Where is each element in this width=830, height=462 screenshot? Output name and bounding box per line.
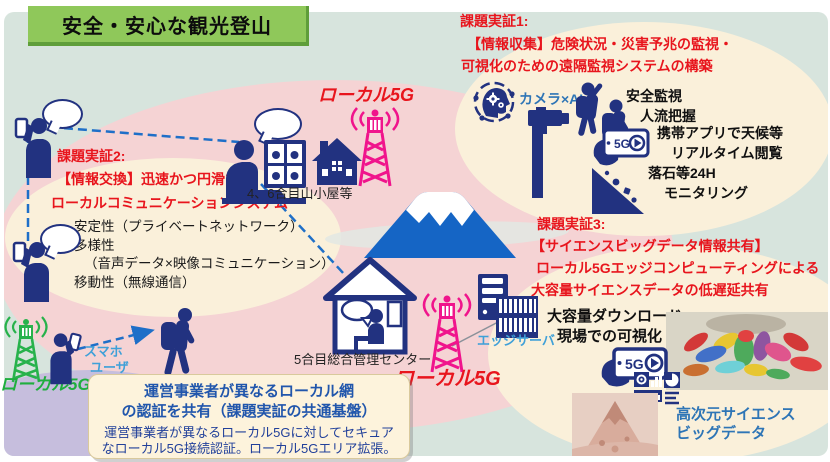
edge-server-label: エッジサーバ [477, 333, 555, 348]
smartphone-user-label1: スマホ [84, 344, 123, 359]
svg-text:5G: 5G [625, 356, 644, 372]
zone2-item4: 移動性（無線通信） [74, 275, 196, 290]
safety-monitoring-label: 安全監視 [626, 88, 682, 104]
terrain-image [572, 393, 658, 456]
edge-server-icon [478, 274, 538, 338]
auth-body1: 運営事業者が異なるローカル5Gに対してセキュア [104, 425, 394, 440]
zone1-line2: 可視化のための遠隔監視システムの構築 [461, 58, 713, 74]
zone2-item2: 多様性 [74, 238, 115, 253]
auth-body2: なローカル5G接続認証。ローカル5Gエリア拡張。 [101, 441, 397, 456]
camera-ai-icon [473, 81, 515, 123]
speech-bubble [42, 99, 83, 135]
download-label1: 大容量ダウンロード [547, 308, 683, 325]
mountain-hut-icon [312, 138, 362, 185]
person-phone-icon-1 [14, 117, 51, 178]
zone2-heading: 課題実証2: [57, 148, 126, 164]
auth-heading2: の認証を共有（課題実証の共通基盤） [121, 403, 377, 420]
operator-videocall-icon [222, 140, 306, 204]
local5g-label-center: ローカル5G [394, 368, 501, 390]
zone2-item1: 安定性（プライベートネットワーク） [74, 219, 304, 234]
people-flow-label: 人流把握 [640, 108, 696, 124]
phone-5g-icon-top: 5G [593, 128, 650, 166]
zone3-heading: 課題実証3: [537, 216, 606, 232]
auth-shared-box: 運営事業者が異なるローカル網 の認証を共有（課題実証の共通基盤） 運営事業者が異… [88, 374, 410, 459]
hut-label: 4、6合目山小屋等 [247, 186, 353, 201]
local5g-tower-icon-green [4, 316, 48, 383]
zone3-line1: 【サイエンスビッグデータ情報共有】 [531, 238, 769, 254]
geology-map-image [666, 312, 828, 390]
auth-heading1: 運営事業者が異なるローカル網 [143, 383, 354, 400]
hiker-icon [161, 308, 195, 376]
mount-fuji-icon [364, 192, 516, 258]
rockfall-label2: モニタリング [664, 185, 748, 201]
zone3-line2: ローカル5Gエッジコンピューティングによる [536, 260, 820, 276]
management-center-icon [323, 257, 417, 355]
speech-bubble [254, 108, 302, 146]
page-title-text: 安全・安心な観光登山 [62, 15, 272, 38]
zone2-item3: （音声データ×映像コミュニケーション） [84, 256, 335, 271]
local5g-label-top: ローカル5G [318, 85, 415, 105]
local5g-tower-icon-center [422, 293, 472, 373]
mobile-app-label1: 携帯アプリで天候等 [657, 125, 783, 141]
page-title: 安全・安心な観光登山 [28, 6, 309, 46]
smartphone-user-label2: ユーザ [90, 360, 129, 375]
person-phone-icon-2 [12, 241, 49, 302]
surveillance-camera-icon [528, 107, 569, 198]
zone3-line3: 大容量サイエンスデータの低遅延共有 [531, 282, 769, 298]
zone1-line1: 【情報収集】危険状況・災害予兆の監視・ [467, 36, 733, 52]
zone2-line1: 【情報交換】迅速かつ円滑な [57, 171, 239, 187]
falling-rocks-icon [592, 168, 644, 214]
download-label2: 現場での可視化 [557, 328, 663, 345]
science-bigdata-label2: ビッグデータ [676, 425, 767, 442]
mobile-app-label2: リアルタイム閲覧 [671, 145, 783, 161]
camera-ai-label: カメラ×AI [519, 91, 584, 107]
svg-text:5G: 5G [614, 137, 630, 151]
rockfall-label1: 落石等24H [648, 165, 716, 181]
management-center-label: 5合目総合管理センター [294, 352, 432, 367]
science-bigdata-label1: 高次元サイエンス [676, 406, 796, 423]
smartphone-user-icon [50, 332, 82, 385]
speech-bubble [40, 224, 81, 260]
phone-5g-icon-bottom: 5G [601, 347, 668, 387]
local5g-tower-icon-top [350, 107, 400, 187]
zone1-heading: 課題実証1: [460, 13, 529, 29]
